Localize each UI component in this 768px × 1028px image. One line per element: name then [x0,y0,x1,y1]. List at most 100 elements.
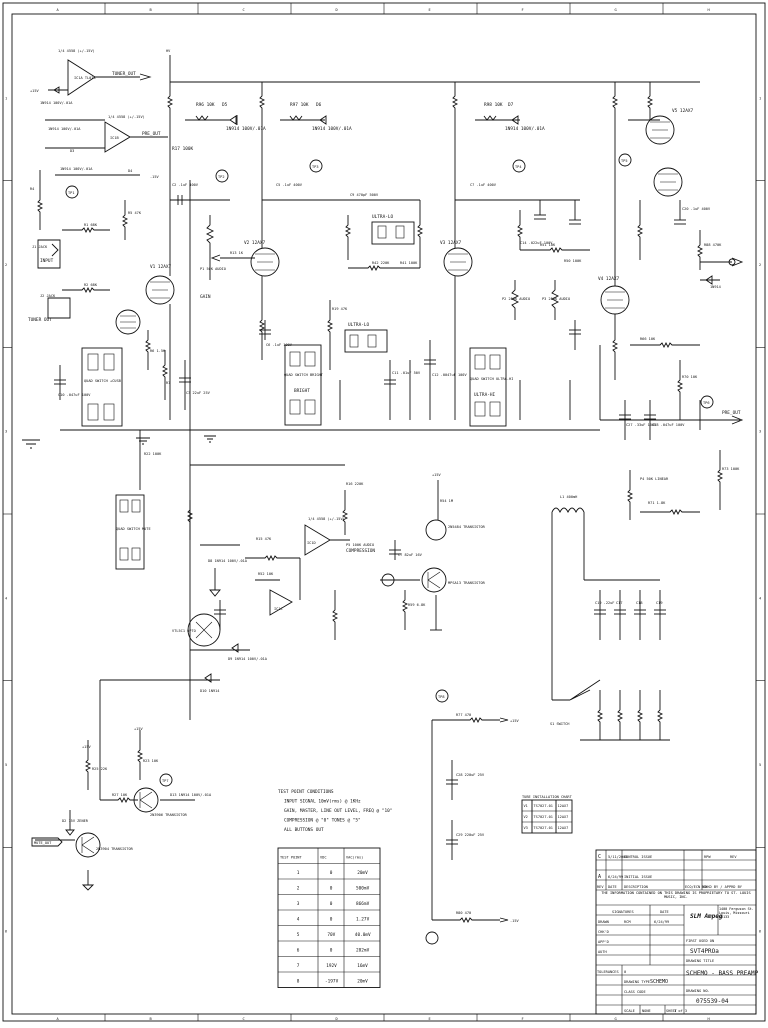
svg-text:C3 22uF 25V: C3 22uF 25V [186,391,211,395]
quad-switch-3-label: QUAD SWITCH ULTRA-HI [470,377,513,381]
svg-text:R71 1.8K: R71 1.8K [648,501,666,505]
drawing-type: SCHEMO [650,979,668,985]
test-point-2 [215,169,229,183]
border-row-left-4: 4 [5,596,7,600]
rev-row-2-desc: INITIAL ISSUE [624,875,652,879]
svg-text:R2 68K: R2 68K [84,283,98,287]
svg-text:C19 .22uF: C19 .22uF [595,601,614,605]
test-table-cell-6-3: 282mV [356,948,370,954]
hv-label: HV [166,49,171,53]
svg-text:P1 50K AUDIO: P1 50K AUDIO [200,267,226,271]
v5-tube [645,115,675,145]
quad-switch-1-label: QUAD SWITCH +CUSB [84,379,121,383]
tube-chart-cell-1-3: 12AX7 [558,804,569,808]
r-in-label: R1 68K [84,223,98,227]
tuner-opamp-symbol [67,59,96,96]
svg-text:C20 .1uF 400V: C20 .1uF 400V [682,207,711,211]
rev-header-rev: REV [597,885,604,889]
svg-text:C29 220uF 25V: C29 220uF 25V [456,833,485,837]
inductor-label: L1 400mH [560,495,577,499]
svg-text:C28 220uF 25V: C28 220uF 25V [456,773,485,777]
svg-text:R66 10K: R66 10K [640,337,656,341]
drawing-number: 075539-04 [696,998,729,1005]
tube-chart-cell-3-2: TS7027-01 [534,826,553,830]
svg-text:C9 470pF 500V: C9 470pF 500V [350,193,379,197]
svg-text:R13 1K: R13 1K [230,251,244,255]
v1-label: V1 12AX7 [150,264,172,270]
right-output-section: R66 10K R70 10K C27 .33uF 100V C28 .047u… [600,314,744,520]
svg-text:J2 JACK: J2 JACK [40,294,56,298]
v1-tube [145,275,175,305]
svg-text:R97 10K: R97 10K [290,102,309,108]
rev-row-1-desc: CONTROL ISSUE [624,855,652,859]
v3-label: V3 12AX7 [440,240,462,246]
bright-label: BRIGHT [294,388,310,394]
tube-chart-cell-3-1: V3 [524,826,528,830]
border-col-top-E: E [429,8,431,12]
tolerances-label: TOLERANCES [597,970,619,974]
compression-label: COMPRESSION [346,548,375,554]
ultra-lo-switch-mid [344,329,388,353]
inductor-l1 [551,507,585,514]
gain-label: GAIN [200,294,211,300]
coupling-cap-label: C2 .1uF 400V [172,183,199,187]
tube-chart-cell-1-1: V1 [524,804,528,808]
border-col-top-B: B [150,8,152,12]
rev-header-chk: CHKD BY / APPRD BY [703,885,743,889]
svg-text:C14 .022uF 100V: C14 .022uF 100V [520,241,553,245]
svg-text:P2 250K AUDIO: P2 250K AUDIO [502,297,530,301]
svg-text:D2 15V ZENER: D2 15V ZENER [62,819,89,823]
input-jack-label: INPUT [40,258,54,264]
svg-text:R15 47K: R15 47K [256,537,272,541]
border-row-left-6: 6 [5,930,7,934]
test-table-header-3: VAC(rms) [346,856,363,860]
rev-row-2-date: 6/24/99 [608,875,623,879]
test-table-cell-1-3: 20mV [357,870,368,876]
svg-text:D13 1N914 100V/.01A: D13 1N914 100V/.01A [170,793,212,797]
plus15-label-4: +15V [134,727,143,731]
drawn-by: RCM [624,920,631,924]
border-row-right-4: 4 [759,596,761,600]
tp4-label: TP4 [515,165,522,169]
tp8-label: TP8 [438,695,445,699]
svg-text:R19 47K: R19 47K [332,307,348,311]
border-row-right-6: 6 [759,930,761,934]
test-table-cell-7-1: 7 [297,963,300,969]
svg-text:D6: D6 [316,102,322,108]
minus15-label-1: -15V [150,175,159,179]
test-table-cell-5-1: 5 [297,932,300,938]
rev-row-2-rev: A [598,874,601,880]
border-col-top-A: A [57,8,60,12]
class-code-label: CLASS CODE [624,990,646,994]
svg-text:C18: C18 [636,601,643,605]
proprietary-notice: THE INFORMATION CONTAINED ON THIS DRAWIN… [601,891,751,900]
border-row-right-5: 5 [759,763,761,767]
svg-text:R88 470K: R88 470K [704,243,722,247]
frequency-section: L1 400mH C19 .22uF C17 C18 C19 S1 SWITCH [550,495,670,741]
svg-text:C27 .33uF 100V: C27 .33uF 100V [626,423,657,427]
tuner-out-net-label: TUNER_OUT [112,71,136,77]
drawn-date: 6/24/99 [654,920,669,924]
svg-text:D9 1N914 100V/.01A: D9 1N914 100V/.01A [228,657,268,661]
svg-text:1N914 100V/.01A: 1N914 100V/.01A [312,126,352,132]
svg-text:IC1A TL074: IC1A TL074 [74,76,96,80]
q1-label: 2N3906 TRANSISTOR [150,813,188,817]
test-table-cell-8-3: 20mV [357,979,368,985]
rev-row-1-rev: C [598,854,601,860]
svg-text:R50 100K: R50 100K [564,259,582,263]
scale-label: SCALE [624,1009,635,1013]
opto-label: VTL5C1 OPTO [172,629,196,633]
test-point-7 [159,773,173,787]
opto-coupler [187,613,221,647]
svg-text:R77 470: R77 470 [456,713,471,717]
test-table-cell-8-1: 8 [297,979,300,985]
test-condition-line-2: INPUT SIGNAL 10mV(rms) @ 1KHz [284,799,361,805]
svg-text:1/4 4558 (+/-15V): 1/4 4558 (+/-15V) [58,49,95,53]
rev-row-1-date: 5/11/2000 [608,855,627,859]
mute-transistors: +15V +15V R25 22K R23 10K R27 10K 2N3906… [31,727,212,891]
test-table-cell-6-1: 6 [297,948,300,954]
test-table-cell-5-3: 40.0mV [355,932,371,938]
svg-text:P5 100K AUDIO: P5 100K AUDIO [346,543,374,547]
